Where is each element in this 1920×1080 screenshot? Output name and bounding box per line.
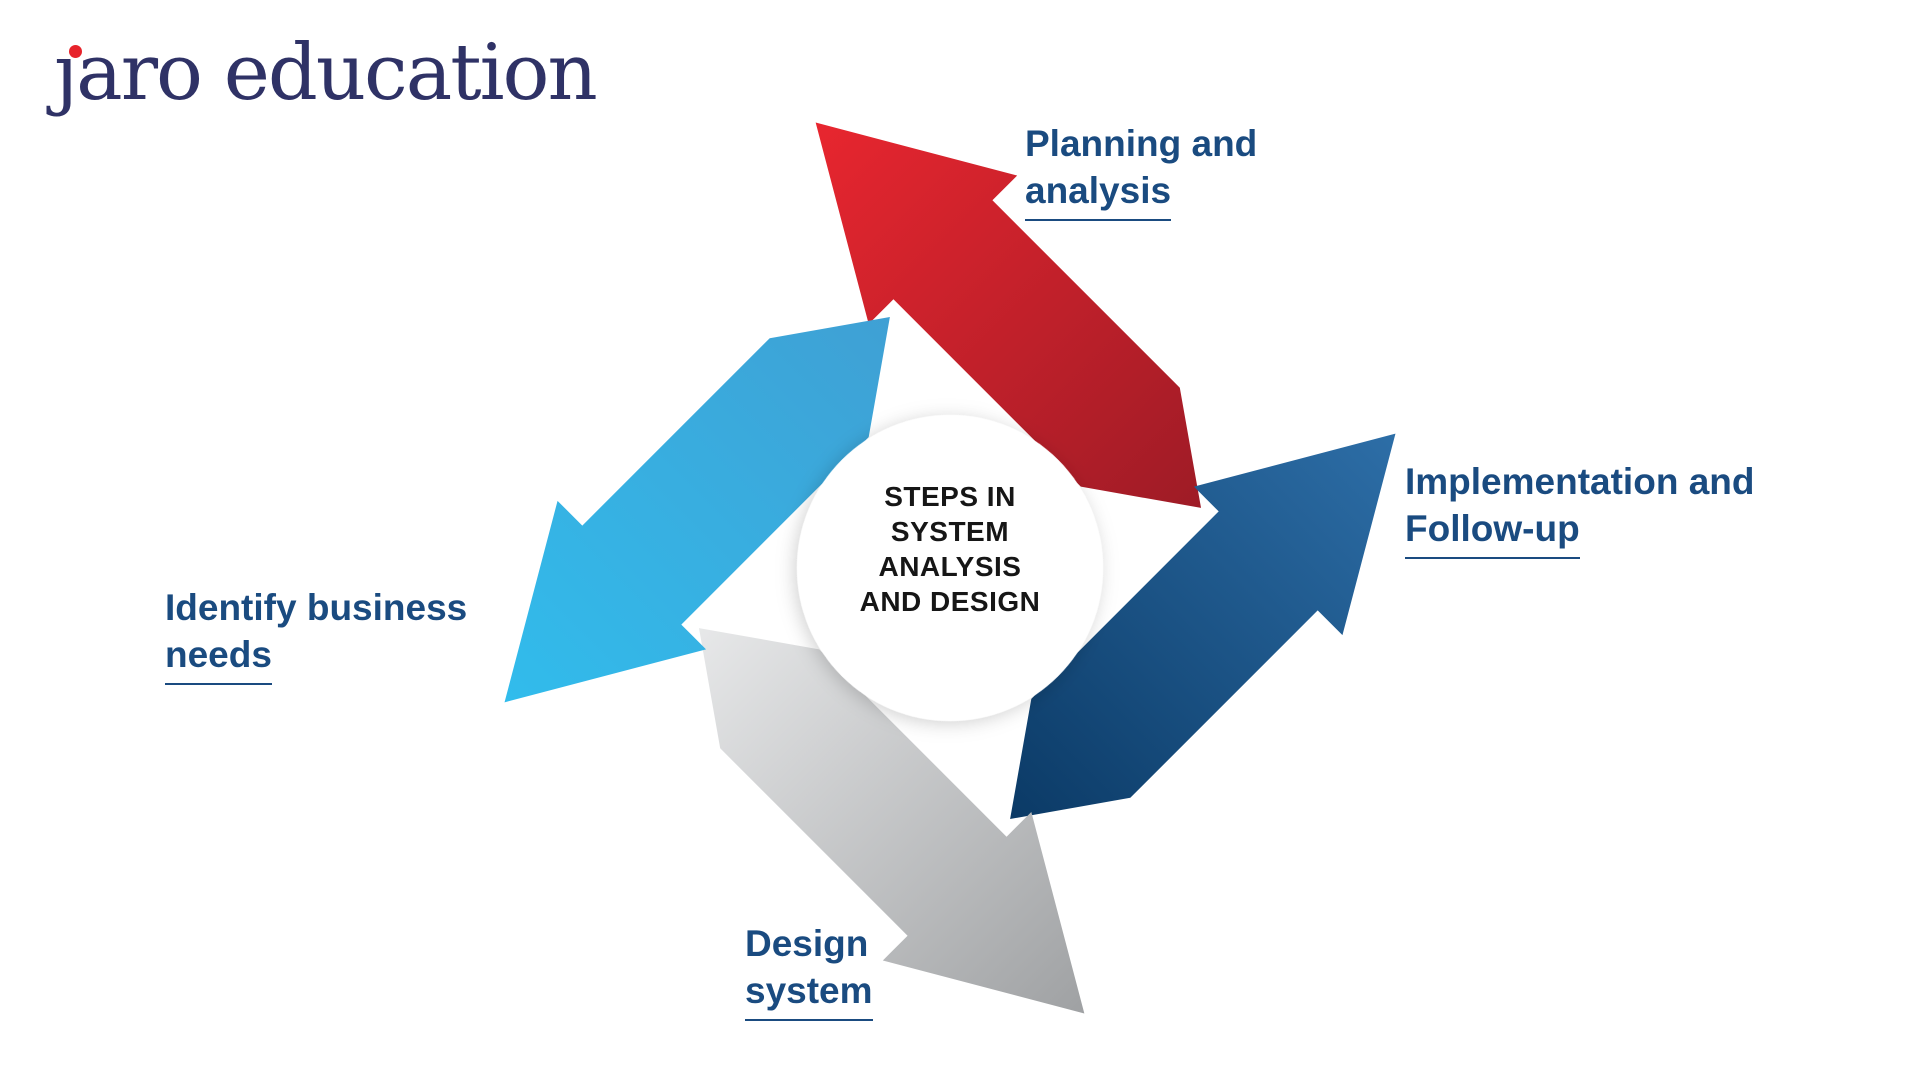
label-line2-underlined: analysis	[1025, 167, 1172, 221]
logo-text: ȷaro education	[54, 28, 598, 118]
label-line1: Design	[745, 923, 869, 964]
logo-jaro-education: ȷaro education	[54, 28, 598, 144]
label-design-system: Design system	[745, 920, 873, 1021]
label-line1: Planning and	[1025, 123, 1258, 164]
label-line1: Identify business	[165, 587, 468, 628]
label-line1: Implementation and	[1405, 461, 1755, 502]
label-planning-and-analysis: Planning and analysis	[1025, 120, 1257, 221]
label-identify-business-needs: Identify business needs	[165, 584, 467, 685]
diagram-title-line: ANALYSIS	[878, 551, 1022, 582]
diagram-title-line: AND DESIGN	[859, 586, 1041, 617]
label-implementation-and-follow-up: Implementation and Follow-up	[1405, 458, 1754, 559]
label-line2-underlined: needs	[165, 631, 272, 685]
diagram-title: STEPS IN SYSTEM ANALYSIS AND DESIGN	[790, 479, 1110, 619]
center-circle	[797, 415, 1103, 721]
diagram-title-line: STEPS IN	[884, 481, 1016, 512]
logo-red-dot-icon	[69, 45, 82, 58]
label-line2-underlined: Follow-up	[1405, 505, 1580, 559]
diagram-title-line: SYSTEM	[890, 516, 1010, 547]
label-line2-underlined: system	[745, 967, 873, 1021]
